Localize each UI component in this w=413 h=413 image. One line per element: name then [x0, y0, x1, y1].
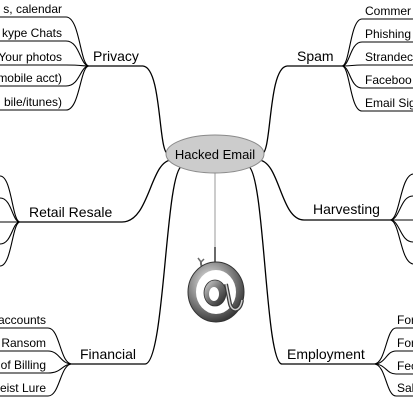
financial-leaf-3[interactable]: of Billing: [1, 358, 46, 372]
spam-leaf-3[interactable]: Strandec: [365, 50, 413, 64]
harvesting-leaf-connectors: [389, 173, 413, 265]
branch-label-financial[interactable]: Financial: [80, 346, 136, 362]
financial-leaf-1[interactable]: accounts: [0, 313, 46, 327]
spam-leaf-4[interactable]: Faceboo: [365, 73, 412, 87]
privacy-leaf-5[interactable]: bile/itunes): [4, 95, 62, 109]
privacy-leaf-2[interactable]: kype Chats: [2, 26, 62, 40]
privacy-leaf-1[interactable]: s, calendar: [3, 2, 62, 16]
branch-underlines: [20, 65, 390, 365]
employment-leaf-1[interactable]: For: [397, 313, 413, 327]
employment-leaf-2[interactable]: For: [397, 336, 413, 350]
privacy-leaf-4[interactable]: mobile acct): [0, 71, 62, 85]
spam-leaf-connectors: [341, 18, 413, 112]
branch-label-harvesting[interactable]: Harvesting: [313, 201, 380, 217]
connector-spam: [261, 65, 288, 155]
spam-leaf-2[interactable]: Phishing: [365, 27, 411, 41]
employment-leaf-connectors: [373, 327, 413, 397]
connector-privacy: [142, 65, 169, 155]
connector-financial: [144, 165, 183, 365]
center-label: Hacked Email: [175, 147, 255, 162]
connector-employment: [247, 165, 283, 365]
branch-label-privacy[interactable]: Privacy: [93, 48, 139, 64]
at-sign-icon: [187, 261, 245, 323]
privacy-leaf-connectors: [0, 16, 90, 111]
center-ellipse: [165, 134, 265, 174]
privacy-leaf-3[interactable]: Your photos: [0, 50, 62, 64]
financial-leaf-2[interactable]: Ransom: [1, 336, 46, 350]
fishing-hook-icon: [197, 172, 216, 271]
spam-leaf-1[interactable]: Commer: [365, 4, 411, 18]
branch-label-spam[interactable]: Spam: [297, 48, 334, 64]
connector-harvesting: [257, 159, 305, 221]
employment-leaf-4[interactable]: Sal: [397, 381, 413, 395]
spam-leaf-5[interactable]: Email Sig: [365, 96, 413, 110]
financial-leaf-4[interactable]: eist Lure: [0, 381, 46, 395]
connector-retail: [121, 159, 173, 223]
center-node[interactable]: Hacked Email: [165, 134, 265, 174]
branch-label-retail[interactable]: Retail Resale: [29, 204, 112, 220]
employment-leaf-3[interactable]: Fec: [397, 359, 413, 373]
financial-leaf-connectors: [0, 327, 73, 397]
center-connectors: [121, 65, 305, 365]
branch-label-employment[interactable]: Employment: [287, 346, 365, 362]
retail-leaf-connectors: [0, 175, 21, 267]
